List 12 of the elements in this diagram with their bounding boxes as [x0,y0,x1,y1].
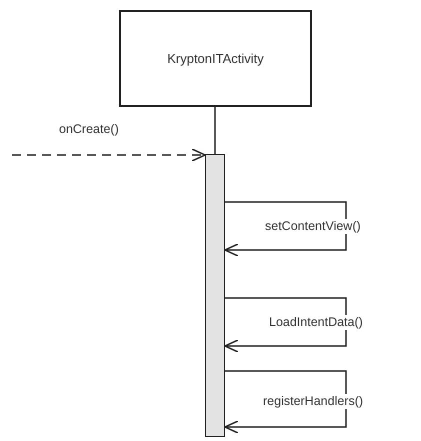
object-name: KryptonITActivity [167,51,264,66]
self-message-arrow [224,297,347,353]
self-message-arrow [224,370,347,434]
message-label: setContentView() [264,219,362,234]
lifeline-box [119,10,312,107]
activation-bar [205,154,225,437]
message-label: registerHandlers() [262,394,364,409]
lifeline [214,107,216,154]
self-message-arrow [224,201,347,257]
message-label: LoadIntentData() [268,315,364,330]
message-arrow [12,148,206,162]
message-label: onCreate() [58,122,120,137]
